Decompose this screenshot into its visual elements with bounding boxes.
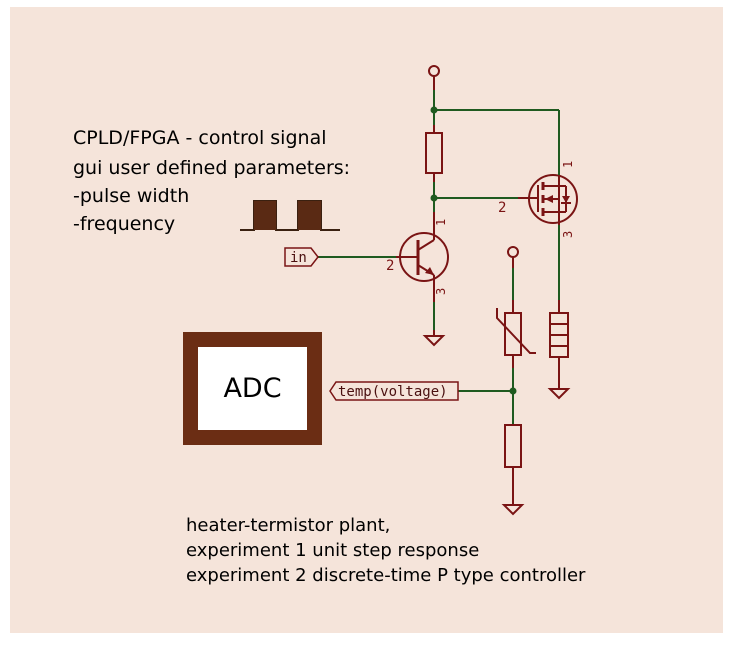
description-line-2: gui user defined parameters: (73, 157, 351, 179)
ground-symbol-2 (547, 388, 571, 400)
vcc-terminal-right[interactable] (507, 246, 519, 258)
experiment-line-2: experiment 1 unit step response (186, 540, 480, 561)
experiment-line-3: experiment 2 discrete-time P type contro… (186, 565, 586, 586)
q1-pin-3: 3 (434, 288, 448, 295)
thermistor[interactable] (496, 300, 536, 368)
description-line-3: -pulse width (73, 185, 190, 207)
adc-block[interactable]: ADC (183, 332, 322, 445)
q1-pin-1: 1 (434, 219, 448, 226)
pulse-2 (298, 201, 321, 230)
q2-pin-3: 3 (561, 231, 575, 238)
input-signal-label[interactable]: in (284, 247, 319, 267)
heater-resistor[interactable] (549, 300, 569, 388)
vcc-terminal-top[interactable] (428, 65, 440, 77)
temp-voltage-label[interactable]: temp(voltage) (329, 381, 459, 401)
schematic-sheet (10, 7, 723, 633)
pulse-waveform (240, 200, 340, 231)
experiment-line-1: heater-termistor plant, (186, 515, 391, 536)
adc-label: ADC (223, 373, 282, 404)
mosfet-transistor[interactable]: 1 2 3 (498, 161, 578, 238)
divider-resistor[interactable] (504, 424, 522, 505)
q2-pin-2: 2 (498, 200, 506, 216)
q2-pin-1: 1 (561, 161, 575, 168)
pulse-1 (254, 201, 276, 230)
ground-symbol-1 (422, 330, 446, 347)
temp-label-text: temp(voltage) (338, 384, 448, 400)
input-label-text: in (290, 250, 307, 266)
ground-symbol-3 (501, 504, 525, 516)
pullup-resistor[interactable] (425, 125, 443, 182)
description-line-4: -frequency (73, 213, 176, 235)
q1-pin-2: 2 (386, 258, 394, 274)
npn-transistor[interactable]: 1 2 3 (386, 212, 449, 302)
description-line-1: CPLD/FPGA - control signal (73, 127, 327, 149)
